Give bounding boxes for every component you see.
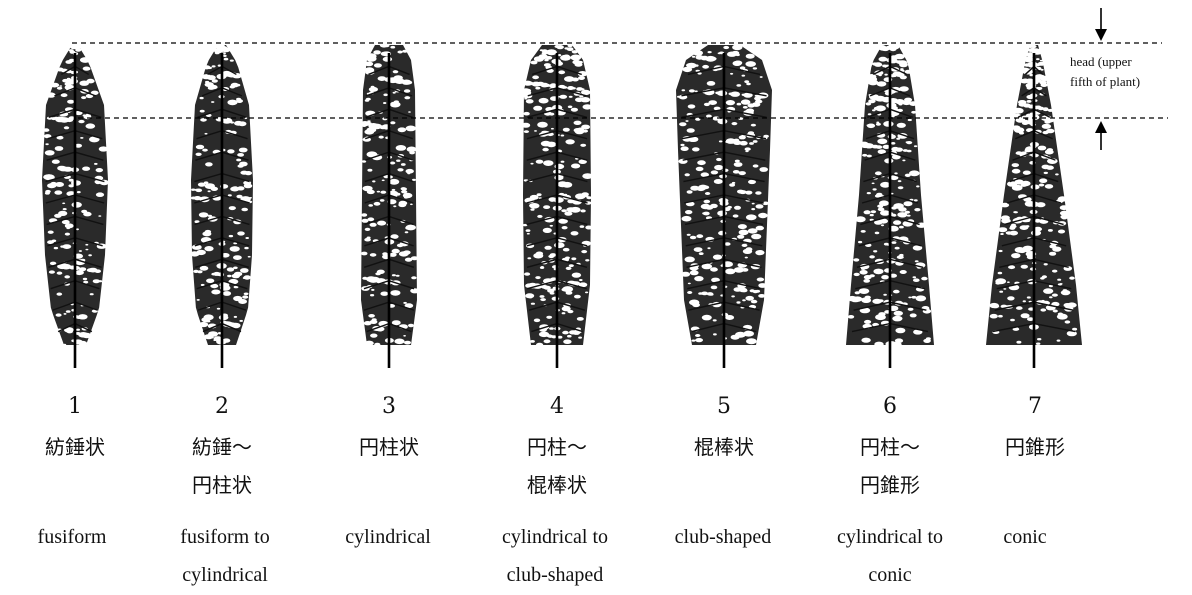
- japanese-label-line: 紡錘状: [45, 428, 105, 466]
- english-label-line: club-shaped: [675, 518, 772, 556]
- japanese-label-line: 円錐形: [860, 466, 920, 504]
- japanese-label-line: 棍棒状: [527, 466, 587, 504]
- tree-silhouette-3: [360, 43, 419, 368]
- japanese-label-line: 円柱～: [860, 428, 920, 466]
- shape-japanese-label-5: 棍棒状: [694, 428, 754, 466]
- english-label-line: fusiform: [38, 518, 107, 556]
- tree-illustrations: [42, 43, 1082, 368]
- japanese-label-line: 円錐形: [1005, 428, 1065, 466]
- english-label-line: club-shaped: [502, 556, 608, 594]
- english-label-line: conic: [1003, 518, 1046, 556]
- head-top-arrow: [1095, 8, 1107, 41]
- shape-japanese-label-2: 紡錘～円柱状: [192, 428, 252, 504]
- english-label-line: conic: [837, 556, 943, 594]
- shape-number-6: 6: [883, 394, 897, 419]
- japanese-label-line: 棍棒状: [694, 428, 754, 466]
- shape-number-7: 7: [1028, 394, 1042, 419]
- head-label-line2: fifth of plant): [1070, 72, 1140, 92]
- shape-english-label-1: fusiform: [38, 518, 107, 556]
- head-bottom-arrow: [1095, 121, 1107, 150]
- shape-number-1: 1: [68, 394, 82, 419]
- shape-english-label-3: cylindrical: [345, 518, 431, 556]
- english-label-line: cylindrical: [345, 518, 431, 556]
- tree-silhouette-7: [986, 44, 1082, 368]
- shape-number-2: 2: [215, 394, 229, 419]
- japanese-label-line: 円柱～: [527, 428, 587, 466]
- tree-silhouette-6: [846, 44, 934, 368]
- english-label-line: cylindrical: [180, 556, 269, 594]
- english-label-line: fusiform to: [180, 518, 269, 556]
- english-label-line: cylindrical to: [502, 518, 608, 556]
- shape-japanese-label-7: 円錐形: [1005, 428, 1065, 466]
- shape-english-label-7: conic: [1003, 518, 1046, 556]
- shape-japanese-label-1: 紡錘状: [45, 428, 105, 466]
- shape-japanese-label-3: 円柱状: [359, 428, 419, 466]
- tree-silhouette-5: [676, 44, 772, 368]
- shape-japanese-label-4: 円柱～棍棒状: [527, 428, 587, 504]
- shape-number-5: 5: [717, 394, 731, 419]
- shape-japanese-label-6: 円柱～円錐形: [860, 428, 920, 504]
- japanese-label-line: 円柱状: [192, 466, 252, 504]
- shape-number-4: 4: [550, 394, 564, 419]
- tree-silhouette-2: [190, 43, 253, 368]
- shape-english-label-5: club-shaped: [675, 518, 772, 556]
- head-annotation: head (upper fifth of plant): [1070, 52, 1140, 92]
- tree-silhouette-4: [521, 44, 593, 368]
- shape-number-3: 3: [382, 394, 396, 419]
- english-label-line: cylindrical to: [837, 518, 943, 556]
- tree-silhouette-1: [42, 43, 109, 368]
- head-label-line1: head (upper: [1070, 52, 1140, 72]
- japanese-label-line: 円柱状: [359, 428, 419, 466]
- japanese-label-line: 紡錘～: [192, 428, 252, 466]
